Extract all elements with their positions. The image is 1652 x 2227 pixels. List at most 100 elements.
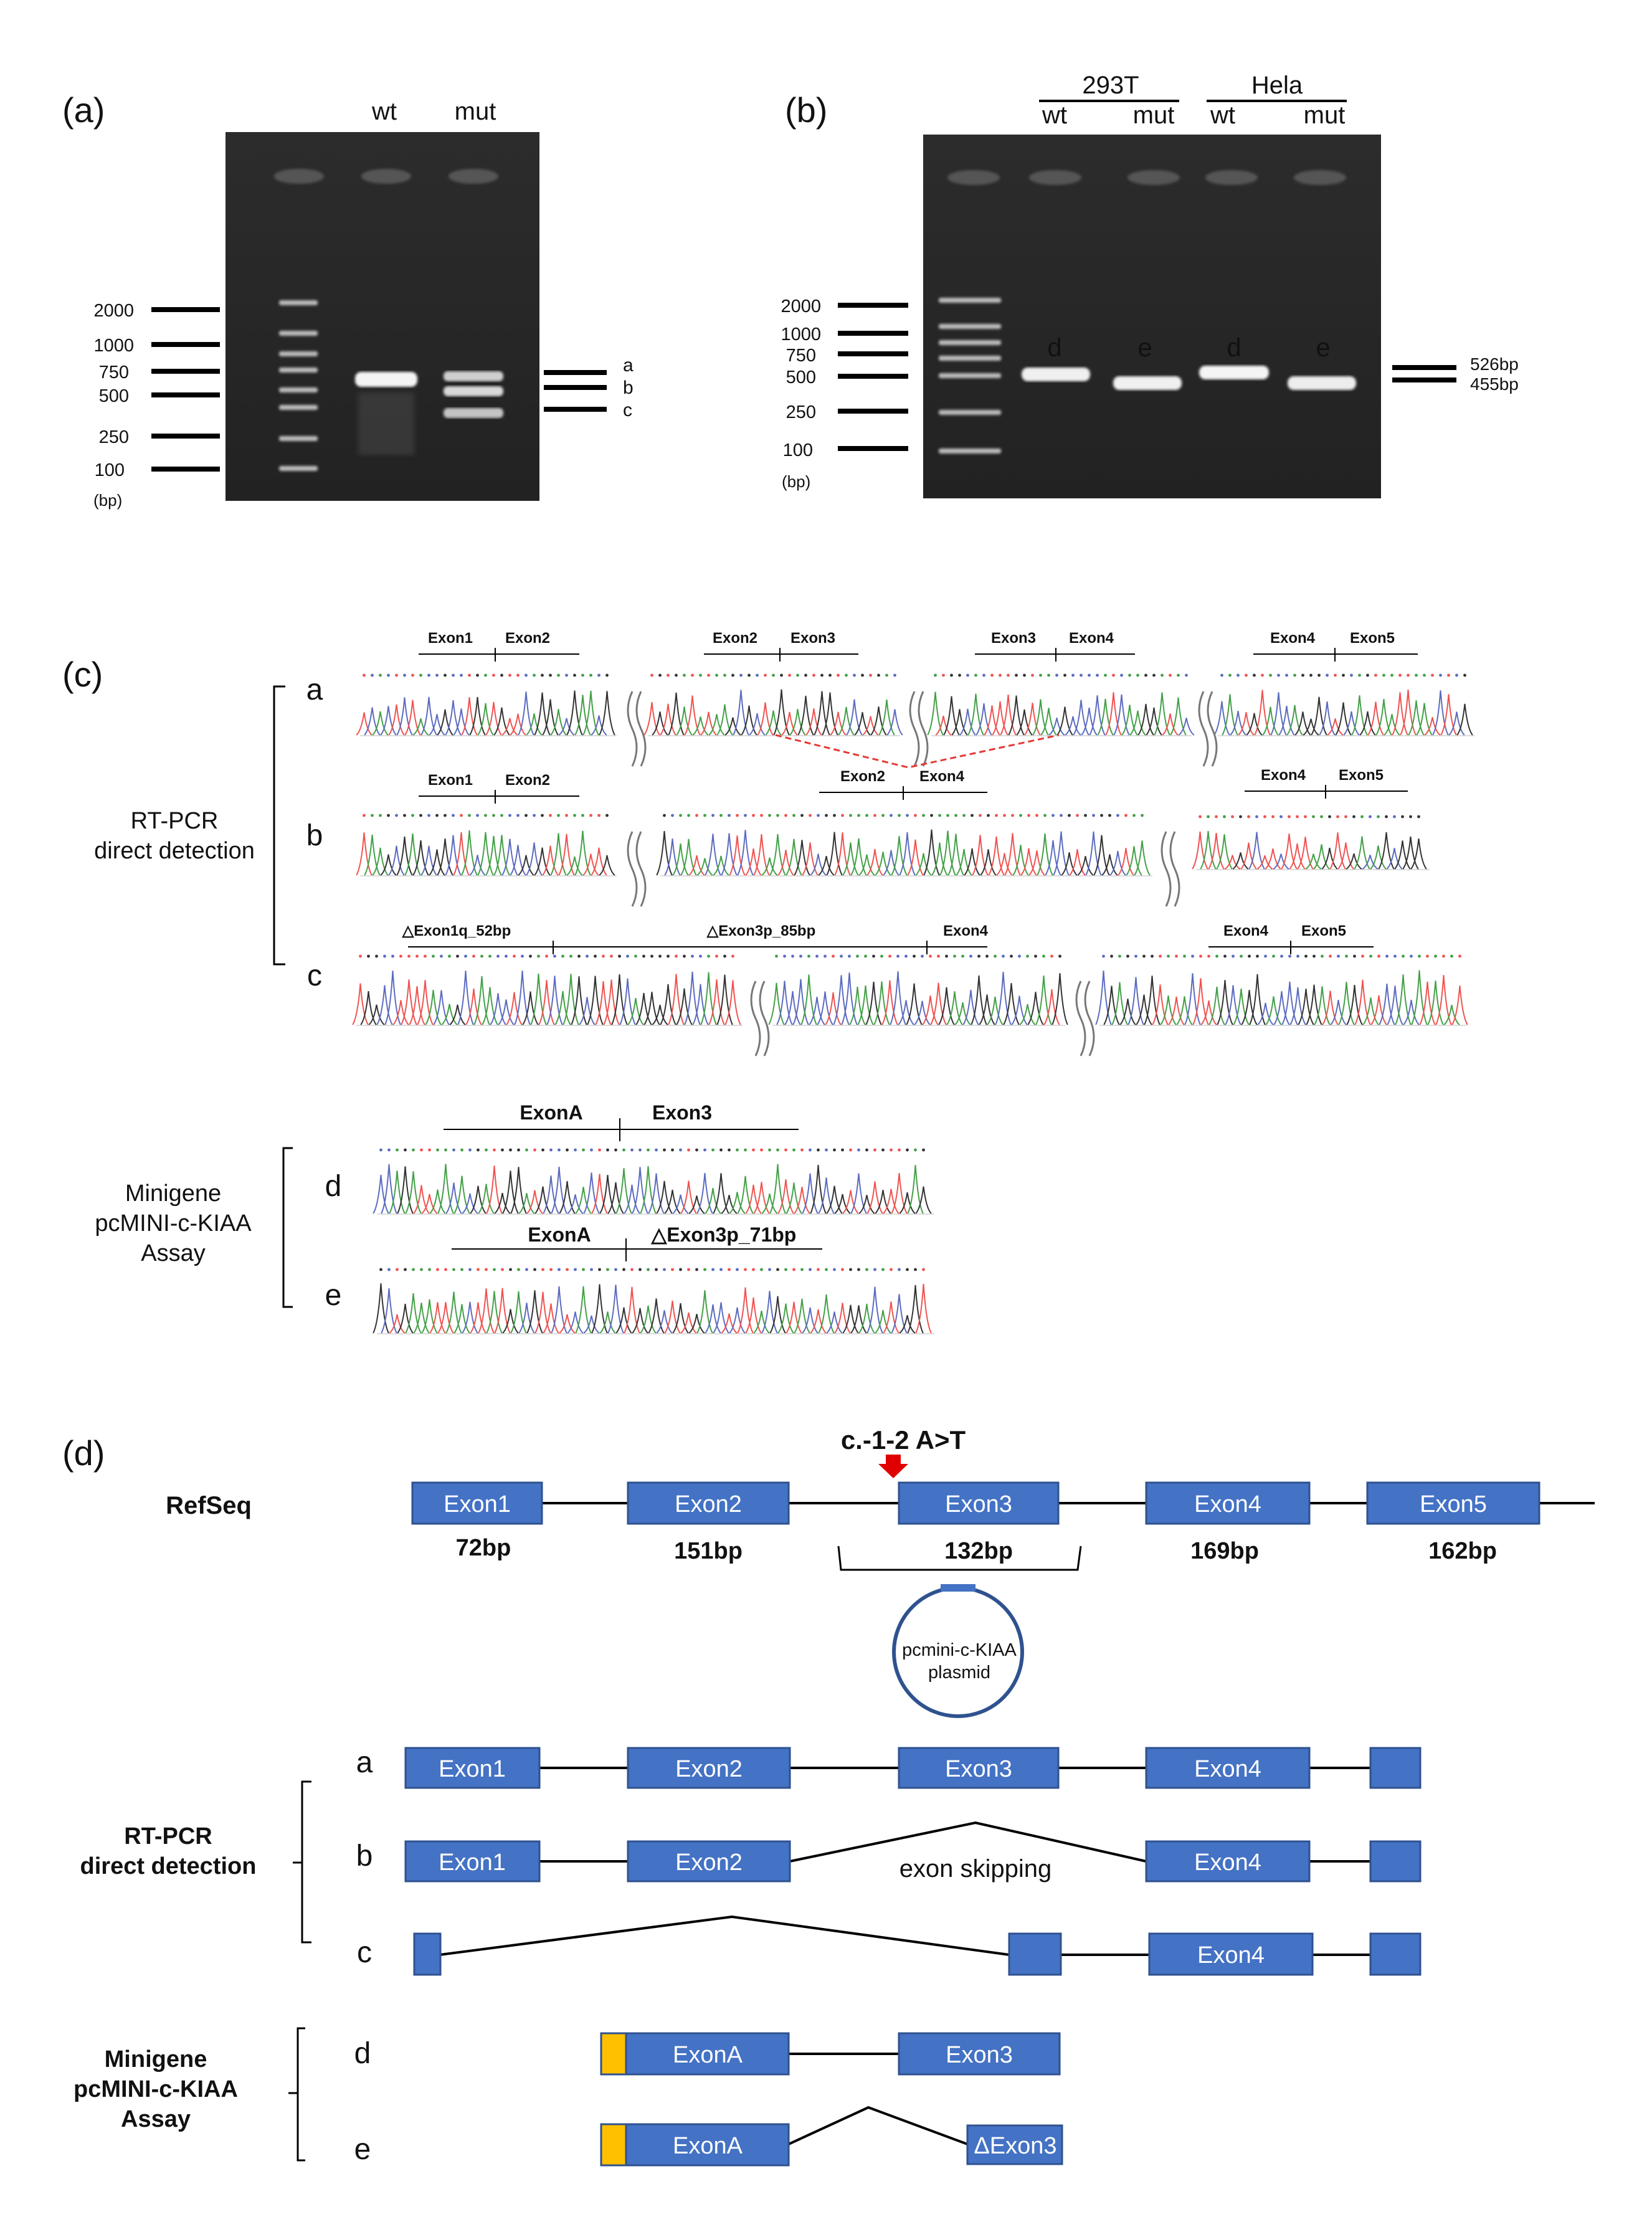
trace-peak	[1305, 853, 1322, 870]
trace-peak	[784, 990, 801, 1025]
base-call-dot	[1393, 954, 1397, 958]
trace-peak	[485, 701, 502, 736]
base-call-dot	[1175, 954, 1178, 958]
base-call-dot	[549, 673, 552, 677]
base-call-dot	[452, 673, 455, 677]
base-call-dot	[444, 1148, 447, 1152]
trace-peak	[1338, 982, 1355, 1025]
break-mark	[1207, 691, 1218, 767]
break-mark	[627, 831, 638, 907]
base-call-dot	[817, 1148, 820, 1152]
trace-peak	[397, 1303, 414, 1334]
trace-peak	[891, 835, 908, 876]
base-call-dot	[419, 814, 422, 817]
row-c-c: c	[307, 959, 322, 992]
trace-peak	[437, 1164, 454, 1214]
base-call-dot	[1169, 673, 1172, 677]
lane-mark-d2: d	[1227, 333, 1241, 362]
trace-peak	[741, 705, 757, 736]
base-call-dot	[1116, 814, 1119, 817]
base-call-dot	[427, 814, 430, 817]
chromatogram-row-b: Exon1 Exon2 Exon2 Exon4 Exon4 Exon5	[356, 767, 1430, 907]
base-call-dot	[857, 814, 860, 817]
base-call-dot	[1051, 814, 1055, 817]
trace-peak	[923, 829, 940, 876]
base-call-dot	[719, 1268, 723, 1271]
base-call-dot	[1223, 954, 1227, 958]
base-call-dot	[1199, 954, 1202, 958]
base-call-dot	[833, 814, 836, 817]
lane-b2-label: mut	[1133, 102, 1175, 129]
base-call-dot	[799, 954, 802, 958]
gel-a	[225, 132, 539, 501]
trace-peak	[583, 1315, 600, 1334]
base-call-dot	[533, 1268, 536, 1271]
trace-peak	[907, 1165, 924, 1214]
base-call-dot	[881, 1148, 885, 1152]
trace-peak	[988, 836, 1005, 876]
junction-a2-right: Exon3	[790, 630, 835, 647]
base-call-dot	[744, 1268, 747, 1271]
trace-peak	[1256, 855, 1273, 870]
break-mark	[635, 691, 647, 767]
base-call-dot	[586, 954, 589, 958]
trace-peak	[956, 848, 972, 876]
trace-peak	[802, 842, 819, 876]
base-call-dot	[825, 1268, 828, 1271]
trace-peak	[381, 1164, 397, 1214]
trace-peak	[1045, 840, 1061, 876]
base-call-dot	[825, 1148, 828, 1152]
base-call-dot	[1415, 673, 1418, 677]
trace-peak	[1053, 831, 1070, 876]
trace-peak	[842, 1304, 859, 1334]
base-call-dot	[792, 1148, 795, 1152]
base-call-dot	[792, 1268, 795, 1271]
break-mark	[1169, 831, 1180, 907]
trace-peak	[566, 690, 583, 736]
trace-peak	[429, 714, 445, 736]
base-call-dot	[1207, 954, 1210, 958]
base-call-dot	[671, 1268, 674, 1271]
base-call-dot	[1126, 954, 1129, 958]
trace-peak	[724, 717, 741, 736]
base-call-dot	[1426, 954, 1429, 958]
base-call-dot	[736, 814, 739, 817]
trace-peak	[1410, 838, 1427, 870]
base-call-dot	[589, 814, 592, 817]
base-call-dot	[679, 1148, 682, 1152]
base-call-dot	[1352, 815, 1355, 819]
base-call-dot	[890, 1148, 893, 1152]
trace-peak	[396, 836, 413, 876]
trace-peak	[368, 1004, 385, 1025]
base-call-dot	[783, 954, 786, 958]
base-call-dot	[521, 954, 524, 958]
base-call-dot	[1342, 673, 1345, 677]
base-call-dot	[435, 673, 439, 677]
base-call-dot	[1027, 814, 1030, 817]
trace-peak	[810, 853, 827, 876]
trace-peak	[680, 1312, 697, 1334]
trace-peak	[543, 1303, 559, 1334]
base-call-dot	[460, 1148, 463, 1152]
junction-a1: Exon1 Exon2	[419, 630, 579, 662]
trace-peak	[1408, 700, 1425, 736]
base-call-dot	[650, 954, 653, 958]
trace-peak	[1265, 996, 1282, 1025]
trace-peak	[850, 1173, 867, 1214]
trace-peak	[826, 1311, 843, 1334]
base-call-dot	[1329, 954, 1332, 958]
trace-peak	[875, 1190, 891, 1214]
break-mark	[750, 981, 761, 1057]
refseq-exon5-label: Exon5	[1420, 1491, 1487, 1517]
base-call-dot	[516, 814, 520, 817]
ladder-a-2000: 2000	[93, 301, 134, 321]
trace-peak	[372, 847, 389, 876]
lane-mark-e1: e	[1137, 333, 1152, 362]
trace-peak	[672, 1303, 689, 1334]
trace-peak	[786, 838, 802, 876]
trace-peak	[493, 835, 510, 876]
trace-peak	[943, 696, 960, 736]
base-call-dot	[1398, 673, 1402, 677]
trace-peak	[656, 831, 673, 876]
base-call-dot	[869, 673, 872, 677]
